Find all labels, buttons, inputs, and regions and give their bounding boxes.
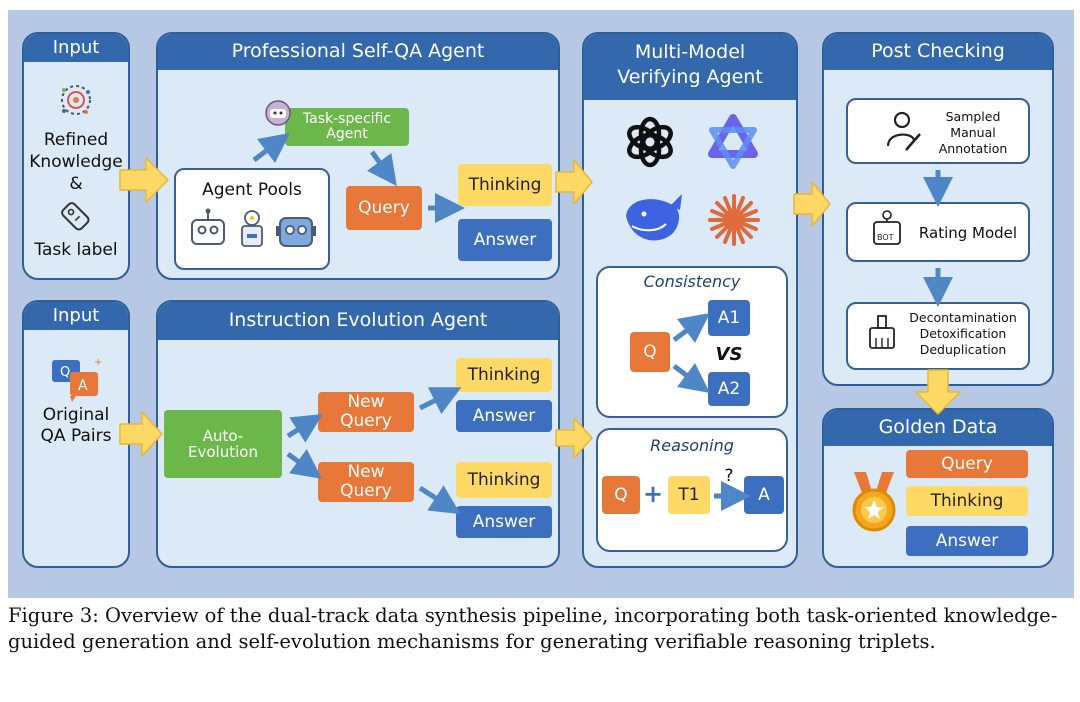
verify-to-post-arrow — [793, 181, 831, 227]
evolution-thinking-box-1: Thinking — [456, 358, 552, 392]
clean-line3: Deduplication — [919, 342, 1007, 357]
consistency-q-box: Q — [630, 332, 670, 372]
robots-icon — [191, 208, 316, 247]
qa-chat-icon: Q A + — [52, 357, 102, 402]
person-pen-icon — [886, 111, 921, 151]
input-line-task-label: Task label — [34, 240, 118, 260]
evolution-answer-box-1: Answer — [456, 400, 552, 432]
bot-icon: BOT — [873, 210, 901, 245]
qwen-logo-icon — [708, 114, 758, 169]
evolution-title: Instruction Evolution Agent — [158, 302, 558, 340]
self-qa-answer-box: Answer — [458, 219, 552, 261]
verify-title-line2: Verifying Agent — [617, 66, 763, 88]
agent-pools-label: Agent Pools — [202, 180, 302, 200]
auto-evolution-line2: Evolution — [188, 443, 258, 461]
post-to-golden-arrow — [915, 369, 961, 415]
evolution-thinking-box-2: Thinking — [456, 462, 552, 498]
openai-logo-icon — [627, 116, 673, 168]
consistency-label: Consistency — [643, 272, 741, 291]
task-agent-line1: Task-specific — [302, 110, 392, 127]
rating-model-label: Rating Model — [918, 224, 1018, 242]
auto-evolution-line1: Auto- — [202, 426, 244, 445]
self-qa-title: Professional Self-QA Agent — [158, 34, 558, 70]
task-agent-line2: Agent — [326, 126, 368, 142]
golden-thinking-box: Thinking — [906, 486, 1028, 516]
question-mark: ? — [724, 466, 734, 486]
new-query-box-1: New Query — [318, 392, 414, 432]
input1-to-agent-pools-arrow — [119, 157, 169, 203]
self-qa-query-box: Query — [346, 186, 422, 230]
input2-title: Input — [24, 302, 128, 330]
svg-text:A: A — [78, 378, 88, 394]
reasoning-q-box: Q — [602, 476, 640, 514]
new-query2-to-answer-arrow — [418, 485, 461, 515]
tag-icon — [61, 202, 90, 231]
manual-annotation-box — [846, 98, 1030, 164]
input2-line-qa-pairs: QA Pairs — [40, 426, 112, 446]
new-query-1-line1: New — [347, 392, 385, 413]
consistency-a2-box: A2 — [708, 372, 750, 406]
diagram-canvas: Input Refined Knowledge & Task label Inp… — [8, 10, 1074, 598]
manual-line2: Manual — [950, 125, 996, 140]
self-qa-thinking-box: Thinking — [458, 164, 552, 206]
flow-arrows — [119, 133, 961, 515]
clean-line1: Decontamination — [909, 310, 1017, 325]
vs-label: VS — [715, 344, 743, 365]
input2-line-original: Original — [42, 405, 110, 425]
evolution-to-verify-arrow — [555, 417, 593, 459]
q-to-a1-arrow — [672, 313, 710, 343]
reasoning-t1-box: T1 — [668, 476, 710, 514]
input-line-refined: Refined — [43, 130, 109, 150]
new-query-box-2: New Query — [318, 462, 414, 502]
bot-text: BOT — [877, 233, 894, 242]
figure-caption: Figure 3: Overview of the dual-track dat… — [8, 604, 1058, 653]
model-logos — [626, 114, 760, 246]
consistency-a1-box: A1 — [708, 300, 750, 336]
pools-to-task-agent-arrow — [252, 133, 290, 163]
svg-text:Q: Q — [60, 365, 70, 380]
auto-to-new-query2-arrow — [286, 449, 323, 479]
manual-line1: Sampled — [945, 109, 1001, 124]
knowledge-icon — [61, 85, 91, 115]
claude-starburst-icon — [708, 194, 760, 246]
manual-line3: Annotation — [938, 141, 1008, 156]
post-checking-title: Post Checking — [824, 34, 1052, 70]
reasoning-label: Reasoning — [650, 436, 734, 455]
clean-line2: Detoxification — [919, 326, 1007, 341]
input-panel-qa: Input Q A + Original QA Pairs — [22, 300, 130, 568]
new-query-1-line2: Query — [340, 411, 392, 431]
svg-text:+: + — [94, 357, 102, 368]
self-qa-to-verify-arrow — [555, 159, 593, 205]
evolution-answer-box-2: Answer — [456, 506, 552, 538]
input2-to-auto-evolution-arrow — [119, 411, 163, 457]
input-line-knowledge: Knowledge — [29, 152, 123, 172]
input-ampersand: & — [69, 174, 83, 194]
cleaning-label: Decontamination Detoxification Deduplica… — [900, 310, 1026, 358]
robot-head-icon — [265, 100, 291, 126]
input-title: Input — [24, 34, 128, 62]
auto-to-new-query1-arrow — [286, 413, 323, 443]
golden-data-title: Golden Data — [824, 410, 1052, 446]
golden-query-box: Query — [906, 450, 1028, 478]
golden-answer-box: Answer — [906, 526, 1028, 556]
broom-icon — [869, 315, 895, 349]
q-to-a2-arrow — [672, 363, 710, 393]
task-agent-to-query-arrow — [367, 150, 397, 187]
input-panel-knowledge: Input Refined Knowledge & Task label — [22, 32, 130, 280]
verify-title-line1: Multi-Model — [634, 41, 746, 63]
new-query-2-line2: Query — [340, 481, 392, 501]
medal-icon — [852, 472, 896, 532]
task-specific-agent-box: Task-specific Agent — [285, 108, 409, 146]
new-query1-to-thinking-arrow — [418, 387, 462, 415]
manual-annotation-label: Sampled Manual Annotation — [924, 109, 1022, 157]
new-query-2-line1: New — [347, 462, 385, 483]
plus-sign: + — [642, 480, 664, 508]
deepseek-whale-icon — [626, 194, 682, 241]
auto-evolution-box: Auto- Evolution — [164, 410, 282, 478]
